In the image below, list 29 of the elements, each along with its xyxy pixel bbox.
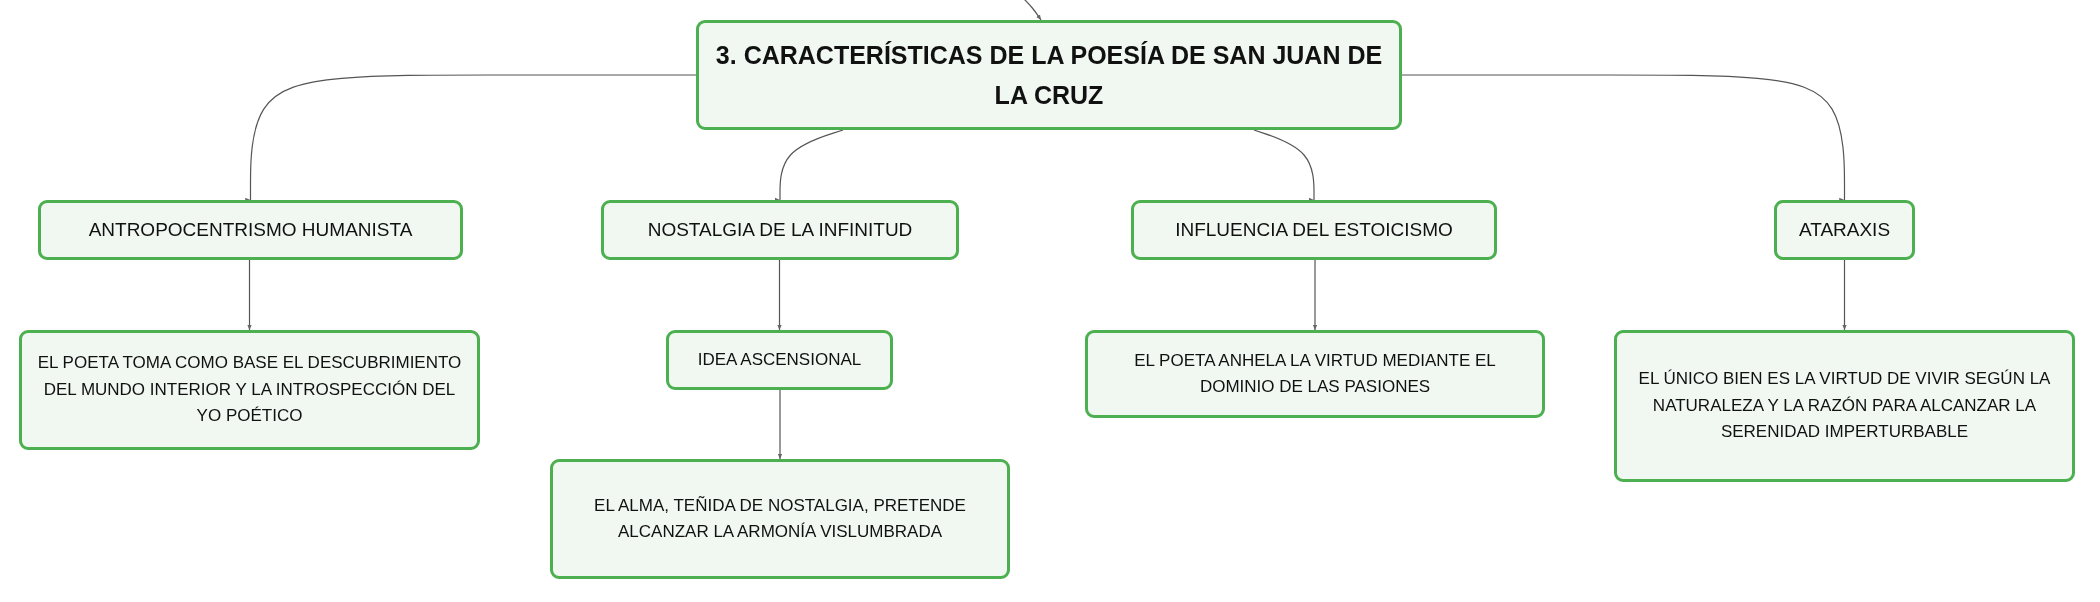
topic-text: EL POETA TOMA COMO BASE EL DESCUBRIMIENTO DEL MUNDO INTERIOR Y LA INTROSPECCIÓN DEL YO POÉTICO xyxy=(36,352,463,428)
topic-box xyxy=(38,200,463,260)
topic-box xyxy=(1614,330,2075,482)
connector-line xyxy=(777,389,783,460)
topic-box xyxy=(1774,200,1915,260)
connector-line xyxy=(248,74,697,201)
central-topic-box xyxy=(696,20,1402,130)
topic-text: NOSTALGIA DE LA INFINITUD xyxy=(647,218,913,243)
topic-text: INFLUENCIA DEL ESTOICISMO xyxy=(1175,218,1453,243)
topic-box xyxy=(550,459,1010,579)
topic-text: 3. CARACTERÍSTICAS DE LA POESÍA DE SAN JUAN DE LA CRUZ xyxy=(714,40,1384,111)
topic-box xyxy=(601,200,959,260)
topic-text: ATARAXIS xyxy=(1798,218,1891,243)
topic-box xyxy=(19,330,480,450)
connector-line xyxy=(1401,74,1847,201)
connector-line xyxy=(777,129,844,201)
connector-line xyxy=(1842,259,1847,331)
connector-line xyxy=(1253,129,1317,201)
topic-text: EL POETA ANHELA LA VIRTUD MEDIANTE EL DOMINIO DE LAS PASIONES xyxy=(1133,349,1497,398)
topic-box xyxy=(1131,200,1497,260)
topic-text: ANTROPOCENTRISMO HUMANISTA xyxy=(88,218,413,243)
connector-line xyxy=(1312,259,1318,331)
topic-text: EL ÚNICO BIEN ES LA VIRTUD DE VIVIR SEGÚN LA NATURALEZA Y LA RAZÓN PARA ALCANZAR LA SERENIDAD IMPERTURBABLE xyxy=(1637,368,2052,444)
connector-line xyxy=(777,259,782,331)
topic-text: IDEA ASCENSIONAL xyxy=(697,348,862,371)
topic-box xyxy=(666,330,893,390)
topic-box xyxy=(1085,330,1545,418)
topic-text: EL ALMA, TEÑIDA DE NOSTALGIA, PRETENDE ALCANZAR LA ARMONÍA VISLUMBRADA xyxy=(593,494,967,543)
connector-line xyxy=(247,259,252,331)
